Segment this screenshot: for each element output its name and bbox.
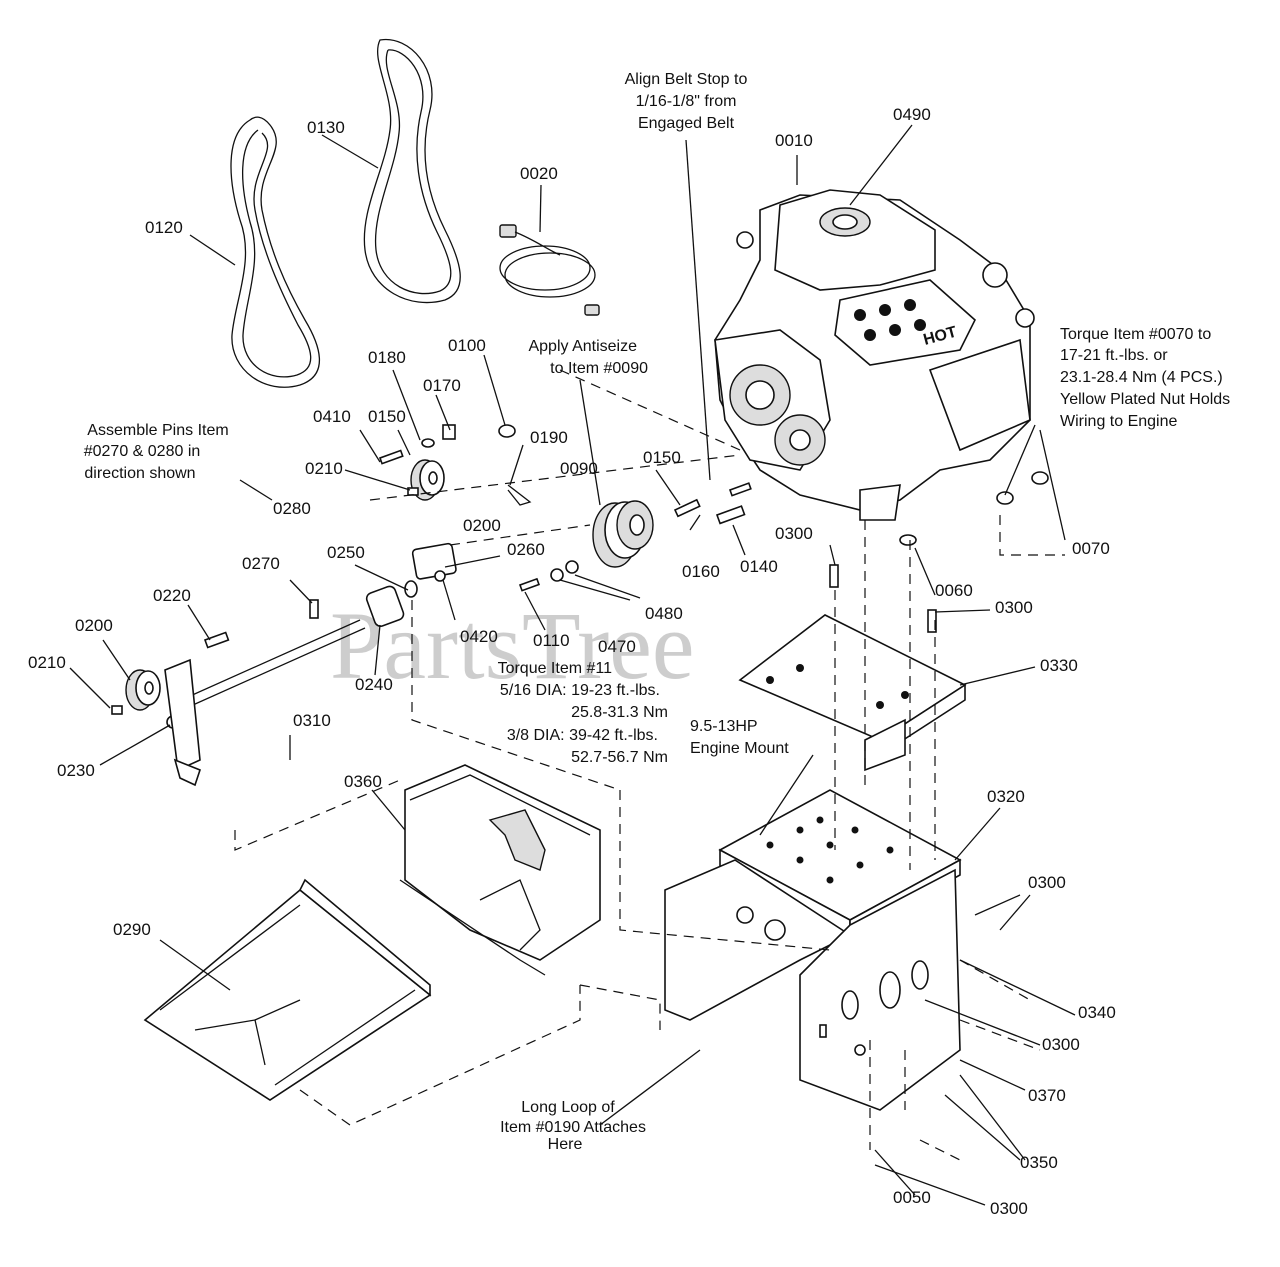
callout-0170[interactable]: 0170 — [423, 376, 461, 395]
note-long-loop: Long Loop of Item #0190 Attaches Here — [500, 1099, 646, 1153]
callout-0260[interactable]: 0260 — [507, 540, 545, 559]
callout-0280[interactable]: 0280 — [273, 499, 311, 518]
callout-0100[interactable]: 0100 — [448, 336, 486, 355]
svg-text:3/8 DIA: 39-42 ft.-lbs.: 3/8 DIA: 39-42 ft.-lbs. — [507, 727, 658, 744]
shield-0290[interactable] — [143, 878, 432, 1101]
note-torque-11: Torque Item #11 5/16 DIA: 19-23 ft.-lbs.… — [498, 660, 668, 766]
svg-text:to Item #0090: to Item #0090 — [550, 360, 648, 377]
svg-text:1/16-1/8" from: 1/16-1/8" from — [636, 93, 737, 110]
callout-0130[interactable]: 0130 — [307, 118, 345, 137]
svg-text:Assemble Pins Item: Assemble Pins Item — [87, 422, 228, 439]
callout-0420[interactable]: 0420 — [460, 627, 498, 646]
svg-text:Align Belt Stop to: Align Belt Stop to — [625, 71, 748, 88]
callout-0210-upper[interactable]: 0210 — [305, 459, 343, 478]
note-engine-mount: 9.5-13HP Engine Mount — [690, 718, 789, 757]
callout-0350[interactable]: 0350 — [1020, 1153, 1058, 1172]
frame-0320[interactable] — [664, 789, 962, 1111]
svg-text:Engine Mount: Engine Mount — [690, 740, 789, 757]
svg-text:9.5-13HP: 9.5-13HP — [690, 718, 758, 735]
callout-0370[interactable]: 0370 — [1028, 1086, 1066, 1105]
callout-0060[interactable]: 0060 — [935, 581, 973, 600]
belt-guard-0360[interactable] — [399, 764, 601, 976]
callout-0090[interactable]: 0090 — [560, 459, 598, 478]
svg-text:Here: Here — [548, 1136, 583, 1153]
callout-0140[interactable]: 0140 — [740, 557, 778, 576]
svg-text:Torque Item #0070 to: Torque Item #0070 to — [1060, 326, 1211, 343]
callout-0310[interactable]: 0310 — [293, 711, 331, 730]
svg-text:5/16 DIA: 19-23 ft.-lbs.: 5/16 DIA: 19-23 ft.-lbs. — [500, 682, 660, 699]
svg-text:25.8-31.3 Nm: 25.8-31.3 Nm — [571, 704, 668, 721]
svg-text:Engaged Belt: Engaged Belt — [638, 115, 735, 132]
svg-text:Torque Item #11: Torque Item #11 — [498, 660, 613, 677]
wire-harness-0020[interactable] — [499, 224, 600, 316]
svg-text:23.1-28.4 Nm (4 PCS.): 23.1-28.4 Nm (4 PCS.) — [1060, 369, 1223, 386]
callout-0120[interactable]: 0120 — [145, 218, 183, 237]
note-assemble-pins: Assemble Pins Item #0270 & 0280 in direc… — [84, 422, 229, 482]
callout-0300-mount[interactable]: 0300 — [995, 598, 1033, 617]
svg-text:Wiring to Engine: Wiring to Engine — [1060, 413, 1177, 430]
svg-text:17-21 ft.-lbs. or: 17-21 ft.-lbs. or — [1060, 347, 1168, 364]
callout-0150-right[interactable]: 0150 — [643, 448, 681, 467]
shaft-0310[interactable] — [164, 619, 366, 787]
idler-pulley-0200-upper[interactable] — [410, 459, 445, 501]
callout-0480[interactable]: 0480 — [645, 604, 683, 623]
callout-0300-side[interactable]: 0300 — [1042, 1035, 1080, 1054]
idler-pulley-0200-lower[interactable] — [125, 669, 161, 711]
callout-0150-left[interactable]: 0150 — [368, 407, 406, 426]
belt-0120[interactable] — [230, 116, 321, 388]
callout-0210-lower[interactable]: 0210 — [28, 653, 66, 672]
callout-0470[interactable]: 0470 — [598, 637, 636, 656]
callout-0300-frame[interactable]: 0300 — [1028, 873, 1066, 892]
belt-0130[interactable] — [363, 38, 461, 304]
callout-0010[interactable]: 0010 — [775, 131, 813, 150]
callout-0300-top[interactable]: 0300 — [775, 524, 813, 543]
callout-0340[interactable]: 0340 — [1078, 1003, 1116, 1022]
callout-0230[interactable]: 0230 — [57, 761, 95, 780]
callout-0160[interactable]: 0160 — [682, 562, 720, 581]
callout-0020[interactable]: 0020 — [520, 164, 558, 183]
svg-text:52.7-56.7 Nm: 52.7-56.7 Nm — [571, 749, 668, 766]
callout-labels: 0010 0020 0050 0060 0070 0090 0100 0110 … — [28, 105, 1116, 1218]
callout-0180[interactable]: 0180 — [368, 348, 406, 367]
callout-0200-lower[interactable]: 0200 — [75, 616, 113, 635]
svg-text:Yellow Plated Nut Holds: Yellow Plated Nut Holds — [1060, 391, 1230, 408]
svg-text:#0270 & 0280 in: #0270 & 0280 in — [84, 443, 201, 460]
callout-0240[interactable]: 0240 — [355, 675, 393, 694]
callout-0250[interactable]: 0250 — [327, 543, 365, 562]
callout-0110[interactable]: 0110 — [533, 631, 570, 650]
callout-0360[interactable]: 0360 — [344, 772, 382, 791]
callout-0050[interactable]: 0050 — [893, 1188, 931, 1207]
callout-0070[interactable]: 0070 — [1072, 539, 1110, 558]
pulley-0090[interactable] — [592, 500, 654, 568]
callout-0270[interactable]: 0270 — [242, 554, 280, 573]
callout-0320[interactable]: 0320 — [987, 787, 1025, 806]
callout-0220[interactable]: 0220 — [153, 586, 191, 605]
callout-0190[interactable]: 0190 — [530, 428, 568, 447]
callout-0490[interactable]: 0490 — [893, 105, 931, 124]
callout-0200-upper[interactable]: 0200 — [463, 516, 501, 535]
engine-0010[interactable]: HOT — [714, 189, 1035, 521]
callout-0300-bottom[interactable]: 0300 — [990, 1199, 1028, 1218]
svg-text:Item #0190 Attaches: Item #0190 Attaches — [500, 1119, 646, 1136]
svg-text:direction shown: direction shown — [84, 465, 195, 482]
svg-text:Apply Antiseize: Apply Antiseize — [528, 338, 637, 355]
mount-plate-0330[interactable] — [738, 614, 967, 772]
svg-text:Long Loop of: Long Loop of — [521, 1099, 615, 1116]
note-torque-0070: Torque Item #0070 to 17-21 ft.-lbs. or 2… — [1060, 326, 1230, 430]
callout-0330[interactable]: 0330 — [1040, 656, 1078, 675]
leader-lines — [69, 124, 1076, 1206]
note-antiseize: Apply Antiseize to Item #0090 — [528, 338, 648, 377]
note-belt-stop: Align Belt Stop to 1/16-1/8" from Engage… — [625, 71, 748, 132]
hardware-parts — [111, 424, 1049, 729]
assembly-lines — [234, 369, 1065, 1161]
callout-0410[interactable]: 0410 — [313, 407, 351, 426]
callout-0290[interactable]: 0290 — [113, 920, 151, 939]
